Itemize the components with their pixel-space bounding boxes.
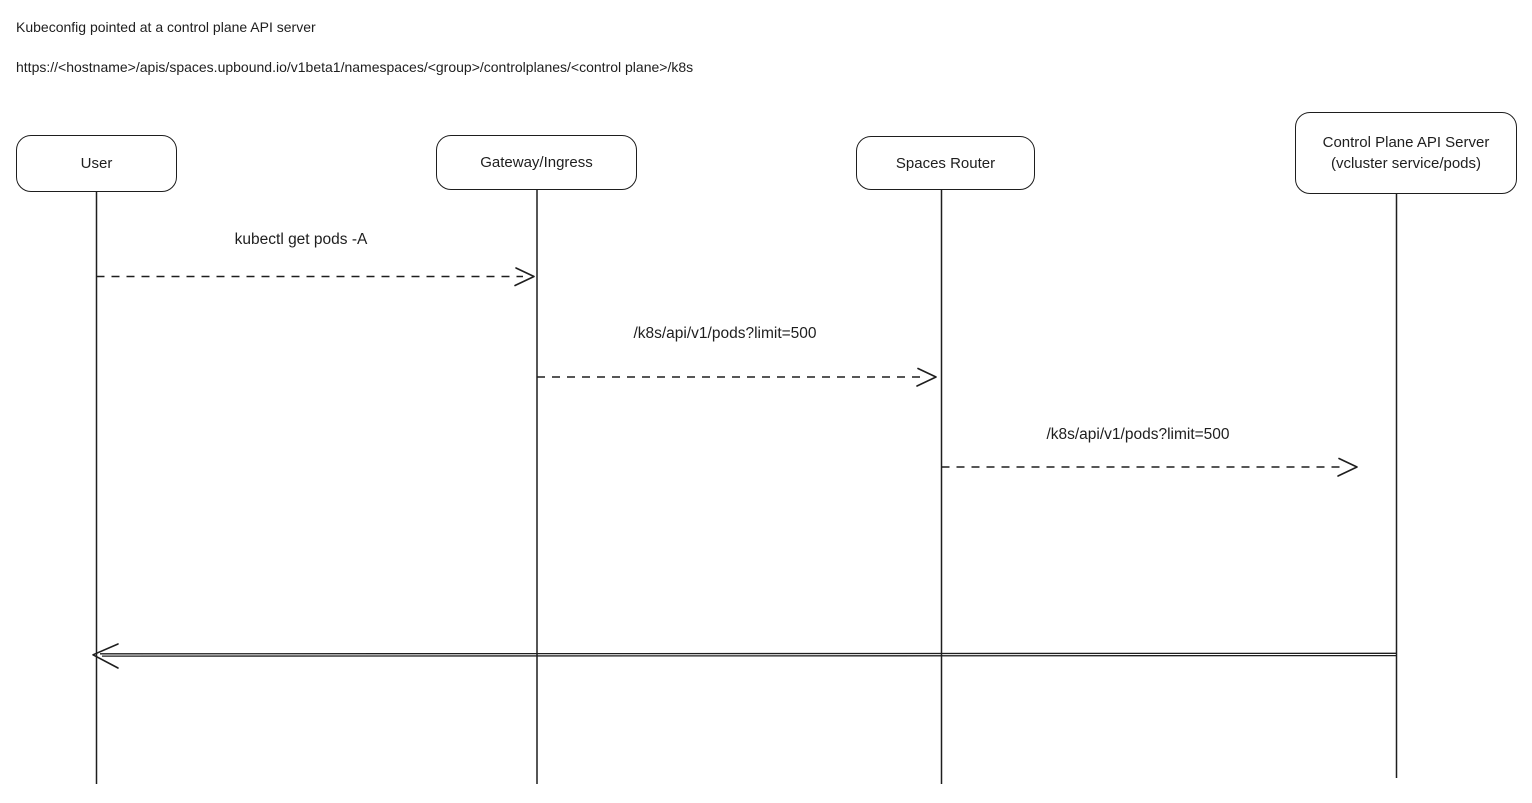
actor-user-label: User [80,155,113,172]
actor-control-plane-label: Control Plane API Server [1322,134,1490,151]
arrow-k8s-api-pods-2 [941,457,1358,477]
arrow-kubectl-get-pods [96,267,535,287]
actor-spaces-router-label: Spaces Router [895,154,996,172]
actor-spaces-router: Spaces Router [856,136,1035,190]
message-label-kubectl-get-pods: kubectl get pods -A [232,231,370,249]
arrow-response-return [92,643,1397,669]
actor-user: User [16,135,177,192]
actor-control-plane-api-server: Control Plane API Server (vcluster servi… [1295,112,1517,194]
actor-gateway-ingress-label: Gateway/Ingress [480,154,593,171]
api-url-note: https://<hostname>/apis/spaces.upbound.i… [16,59,694,75]
arrow-k8s-api-pods-1 [537,367,937,387]
message-label-k8s-api-pods-2: /k8s/api/v1/pods?limit=500 [1044,426,1232,444]
kubeconfig-note: Kubeconfig pointed at a control plane AP… [16,19,316,35]
actor-control-plane-sublabel: (vcluster service/pods) [1330,155,1482,172]
actor-gateway-ingress: Gateway/Ingress [436,135,637,190]
message-label-k8s-api-pods-1: /k8s/api/v1/pods?limit=500 [631,325,819,343]
